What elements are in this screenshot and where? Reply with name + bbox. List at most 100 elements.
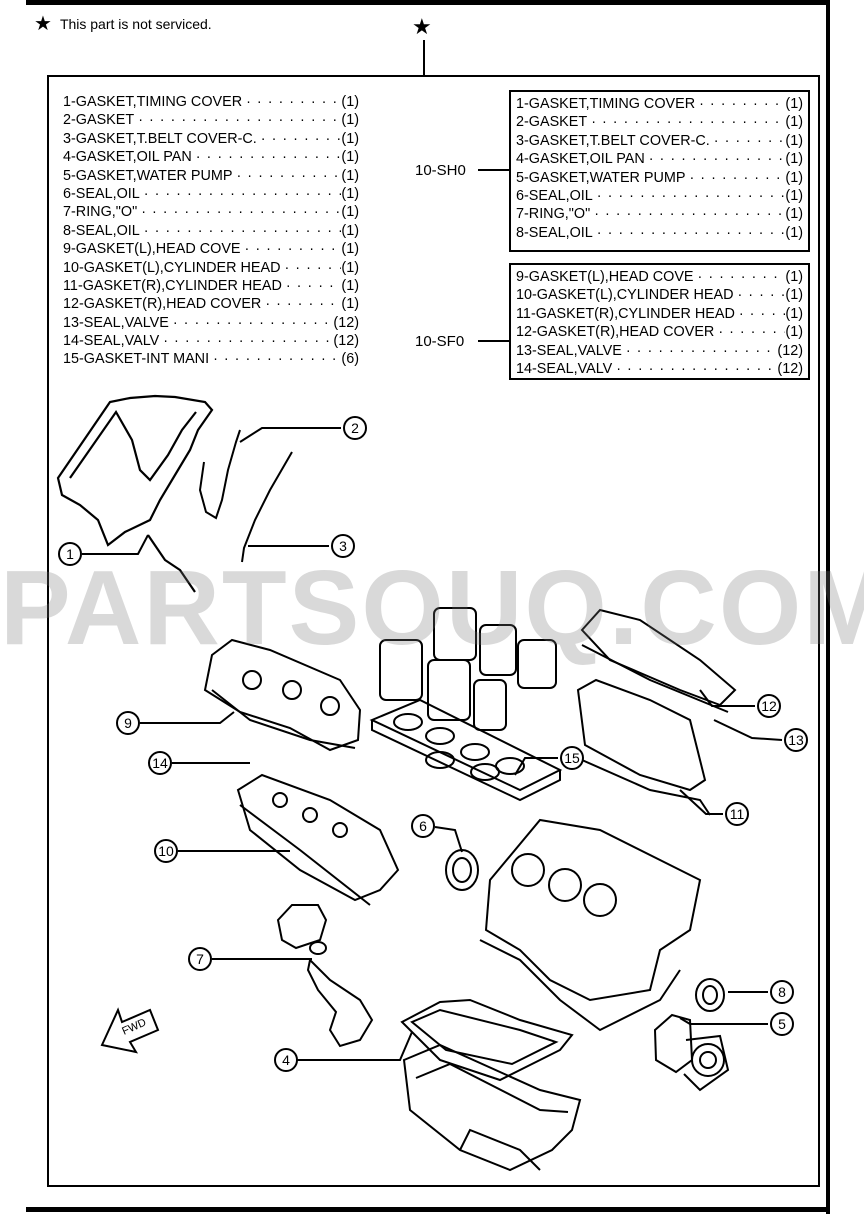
parts-list-row: 8-SEAL,OIL · · · · · · · · · · · · · · ·… xyxy=(63,222,359,240)
parts-list-row: 3-GASKET,T.BELT COVER-C. · · · · · · · ·… xyxy=(63,130,359,148)
dot-leader: · · · · · · · · · · · · · · · · · · · xyxy=(697,269,786,285)
part-name: 14-SEAL,VALV xyxy=(516,360,613,377)
dot-leader: · · · · · · · · · · · · · · · · · · · xyxy=(713,132,786,149)
dot-leader: · · · · · · · · · · · · · · · · · · · xyxy=(594,206,786,223)
callout-14: 14 xyxy=(148,751,172,775)
part-qty: (1) xyxy=(785,269,803,285)
part-name: 11-GASKET(R),CYLINDER HEAD xyxy=(63,277,282,294)
parts-list-row: 13-SEAL,VALVE · · · · · · · · · · · · · … xyxy=(516,342,803,360)
callout-5: 5 xyxy=(770,1012,794,1036)
part-name: 1-GASKET,TIMING COVER xyxy=(63,94,243,110)
part-qty: (1) xyxy=(785,169,803,186)
dot-leader: · · · · · · · · · · · · · · · · · · · xyxy=(596,224,786,241)
part-name: 6-SEAL,OIL xyxy=(516,187,593,204)
parts-list-row: 6-SEAL,OIL · · · · · · · · · · · · · · ·… xyxy=(516,187,803,205)
dot-leader: · · · · · · · · · · · · · · · · · · · xyxy=(138,112,339,129)
dot-leader: · · · · · · · · · · · · · · · · · · · xyxy=(718,324,785,341)
callout-2: 2 xyxy=(343,416,367,440)
dot-leader: · · · · · · · · · · · · · · · · · · · xyxy=(143,185,342,202)
part-qty: (1) xyxy=(341,204,359,221)
part-name: 10-GASKET(L),CYLINDER HEAD xyxy=(63,259,281,276)
not-serviced-note: ★ This part is not serviced. xyxy=(34,14,212,34)
top-rule xyxy=(26,0,830,5)
parts-list-row: 6-SEAL,OIL · · · · · · · · · · · · · · ·… xyxy=(63,185,359,203)
dot-leader: · · · · · · · · · · · · · · · · · · · xyxy=(699,96,785,112)
dot-leader: · · · · · · · · · · · · · · · · · · · xyxy=(591,114,786,131)
parts-list-row: 13-SEAL,VALVE · · · · · · · · · · · · · … xyxy=(63,314,359,332)
right-rule xyxy=(826,0,830,1214)
part-name: 7-RING,"O" xyxy=(63,204,138,221)
part-qty: (1) xyxy=(341,112,359,129)
part-name: 13-SEAL,VALVE xyxy=(63,314,169,331)
parts-list-row: 7-RING,"O" · · · · · · · · · · · · · · ·… xyxy=(63,203,359,221)
part-qty: (12) xyxy=(777,342,803,359)
dot-leader: · · · · · · · · · · · · · · · · · · · xyxy=(616,360,777,377)
parts-list-row: 14-SEAL,VALV · · · · · · · · · · · · · ·… xyxy=(516,360,803,378)
part-name: 9-GASKET(L),HEAD COVE xyxy=(63,241,241,258)
parts-list-row: 4-GASKET,OIL PAN · · · · · · · · · · · ·… xyxy=(63,148,359,166)
part-name: 8-SEAL,OIL xyxy=(63,222,140,239)
gasket-2-shape xyxy=(198,429,241,520)
parts-list-row: 11-GASKET(R),CYLINDER HEAD · · · · · · ·… xyxy=(63,277,359,295)
callout-15: 15 xyxy=(560,746,584,770)
part-qty: (1) xyxy=(785,96,803,112)
part-qty: (1) xyxy=(341,241,359,258)
part-qty: (12) xyxy=(333,333,359,350)
part-name: 10-GASKET(L),CYLINDER HEAD xyxy=(516,287,734,304)
dot-leader: · · · · · · · · · · · · · · · · · · · xyxy=(648,151,786,168)
dot-leader: · · · · · · · · · · · · · · · · · · · xyxy=(163,333,333,350)
dot-leader: · · · · · · · · · · · · · · · · · · · xyxy=(689,169,786,186)
note-text: This part is not serviced. xyxy=(59,16,212,32)
group-list-10-sf0: 9-GASKET(L),HEAD COVE · · · · · · · · · … xyxy=(516,268,804,378)
parts-list: 1-GASKET,TIMING COVER · · · · · · · · · … xyxy=(63,93,359,369)
part-qty: (1) xyxy=(785,287,803,304)
part-name: 13-SEAL,VALVE xyxy=(516,342,622,359)
parts-list-row: 12-GASKET(R),HEAD COVER · · · · · · · · … xyxy=(516,323,803,341)
parts-list-row: 9-GASKET(L),HEAD COVE · · · · · · · · · … xyxy=(63,240,359,258)
part-qty: (1) xyxy=(341,167,359,184)
part-qty: (1) xyxy=(785,224,803,241)
part-qty: (1) xyxy=(785,132,803,149)
part-name: 1-GASKET,TIMING COVER xyxy=(516,96,696,112)
part-name: 9-GASKET(L),HEAD COVE xyxy=(516,269,694,285)
parts-list-row: 8-SEAL,OIL · · · · · · · · · · · · · · ·… xyxy=(516,224,803,242)
part-name: 2-GASKET xyxy=(516,114,588,131)
oil-pan xyxy=(402,1043,582,1172)
intake-manifold-upper xyxy=(379,607,557,731)
part-qty: (1) xyxy=(785,324,803,341)
part-name: 12-GASKET(R),HEAD COVER xyxy=(63,296,262,313)
callout-9: 9 xyxy=(116,711,140,735)
water-pump xyxy=(653,1013,730,1092)
fwd-arrow-icon xyxy=(100,1007,160,1054)
callout-1: 1 xyxy=(58,542,82,566)
parts-list-row: 14-SEAL,VALV · · · · · · · · · · · · · ·… xyxy=(63,332,359,350)
part-name: 5-GASKET,WATER PUMP xyxy=(516,169,686,186)
part-qty: (1) xyxy=(341,130,359,147)
water-pump-housing xyxy=(276,904,374,1048)
fwd-label: FWD xyxy=(120,1017,148,1038)
callout-12: 12 xyxy=(757,694,781,718)
parts-list-row: 7-RING,"O" · · · · · · · · · · · · · · ·… xyxy=(516,205,803,223)
part-name: 12-GASKET(R),HEAD COVER xyxy=(516,324,715,341)
parts-list-row: 1-GASKET,TIMING COVER · · · · · · · · · … xyxy=(63,93,359,111)
callout-7: 7 xyxy=(188,947,212,971)
dot-leader: · · · · · · · · · · · · · · · · · · · xyxy=(195,149,342,166)
intake-manifold-gasket xyxy=(369,698,563,802)
part-qty: (1) xyxy=(341,259,359,276)
dot-leader: · · · · · · · · · · · · · · · · · · · xyxy=(141,204,342,221)
callout-11: 11 xyxy=(725,802,749,826)
parts-list-row: 11-GASKET(R),CYLINDER HEAD · · · · · · ·… xyxy=(516,305,803,323)
callout-4: 4 xyxy=(274,1048,298,1072)
part-name: 4-GASKET,OIL PAN xyxy=(63,149,192,166)
dot-leader: · · · · · · · · · · · · · · · · · · · xyxy=(260,130,342,147)
part-qty: (1) xyxy=(785,114,803,131)
parts-list-row: 12-GASKET(R),HEAD COVER · · · · · · · · … xyxy=(63,295,359,313)
dot-leader: · · · · · · · · · · · · · · · · · · · xyxy=(284,259,342,276)
dot-leader: · · · · · · · · · · · · · · · · · · · xyxy=(737,287,786,304)
part-name: 14-SEAL,VALV xyxy=(63,333,160,350)
dot-leader: · · · · · · · · · · · · · · · · · · · xyxy=(738,305,786,322)
group-box-10-sh0: 1-GASKET,TIMING COVER · · · · · · · · · … xyxy=(509,90,810,252)
engine-block xyxy=(479,818,702,1032)
parts-list-row: 5-GASKET,WATER PUMP · · · · · · · · · · … xyxy=(516,169,803,187)
